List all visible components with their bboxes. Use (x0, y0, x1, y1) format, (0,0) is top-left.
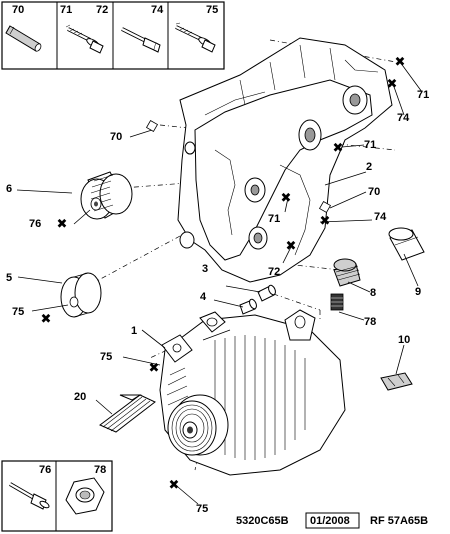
nut-78-part (330, 293, 344, 311)
kit-label-72: 72 (96, 4, 108, 16)
star-marker-icon: ✖ (149, 361, 160, 376)
callout-71: 71 (364, 139, 376, 151)
callout-10: 10 (398, 334, 410, 346)
star-marker-icon: ✖ (320, 214, 331, 229)
star-marker-icon: ✖ (41, 312, 52, 327)
callout-20: 20 (74, 391, 86, 403)
idler-pulley (60, 272, 102, 318)
callout-75: 75 (196, 503, 208, 515)
star-marker-icon: ✖ (57, 217, 68, 232)
spacer-sleeves (239, 284, 276, 315)
hex-nut-icon (65, 477, 105, 515)
drawing-ref: RF 57A65B (370, 515, 428, 527)
flange-bolt-icon (65, 24, 104, 54)
alternator (159, 309, 346, 476)
star-marker-icon: ✖ (333, 141, 344, 156)
callout-numbers: 70 6 76 5 75 1 75 3 4 20 2 70 74 71 74 7… (6, 89, 429, 515)
callout-72: 72 (268, 266, 280, 278)
kit-label-78: 78 (94, 464, 106, 476)
drawing-reference-footer: 5320C65B 01/2008 RF 57A65B (236, 512, 428, 529)
torque-markers: ✖ ✖ ✖ ✖ ✖ ✖ ✖ ✖ ✖ ✖ (41, 55, 406, 493)
kit-label-76: 76 (39, 464, 51, 476)
callout-4: 4 (200, 291, 207, 303)
callout-6: 6 (6, 183, 12, 195)
long-flange-bolt-icon (175, 22, 216, 53)
socket-bolt-icon (9, 482, 50, 510)
hex-bolt-icon (121, 27, 161, 53)
callout-76: 76 (29, 218, 41, 230)
mounting-bracket (177, 37, 393, 283)
callout-74: 74 (374, 211, 387, 223)
callout-leaders (16, 61, 423, 505)
kit-box-bottom: 76 78 (1, 460, 113, 532)
callout-9: 9 (415, 286, 421, 298)
callout-70: 70 (110, 131, 122, 143)
star-marker-icon: ✖ (387, 77, 398, 92)
callout-8: 8 (370, 287, 376, 299)
tensioner-pulley (80, 171, 133, 220)
callout-71: 71 (268, 213, 280, 225)
sleeve-markers (145, 119, 332, 214)
kit-label-75: 75 (206, 4, 218, 16)
callout-75: 75 (12, 306, 24, 318)
drive-belt (99, 394, 156, 433)
callout-74: 74 (397, 112, 410, 124)
callout-78: 78 (364, 316, 376, 328)
cap-9 (388, 227, 425, 261)
kit-box-top: 70 71 72 74 75 (1, 1, 225, 70)
callout-71: 71 (417, 89, 429, 101)
callout-5: 5 (6, 272, 12, 284)
kit-label-70: 70 (12, 4, 24, 16)
cap-8 (333, 258, 361, 287)
drawing-date: 01/2008 (310, 515, 350, 527)
kit-label-74: 74 (151, 4, 164, 16)
star-marker-icon: ✖ (169, 478, 180, 493)
callout-3: 3 (202, 263, 208, 275)
star-marker-icon: ✖ (395, 55, 406, 70)
drawing-code: 5320C65B (236, 515, 289, 527)
sleeve-pin-icon (5, 25, 42, 52)
kit-label-71: 71 (60, 4, 72, 16)
star-marker-icon: ✖ (286, 239, 297, 254)
clip-10 (380, 372, 413, 391)
callout-70: 70 (368, 186, 380, 198)
callout-1: 1 (131, 325, 137, 337)
callout-75: 75 (100, 351, 112, 363)
callout-2: 2 (366, 161, 372, 173)
star-marker-icon: ✖ (281, 191, 292, 206)
